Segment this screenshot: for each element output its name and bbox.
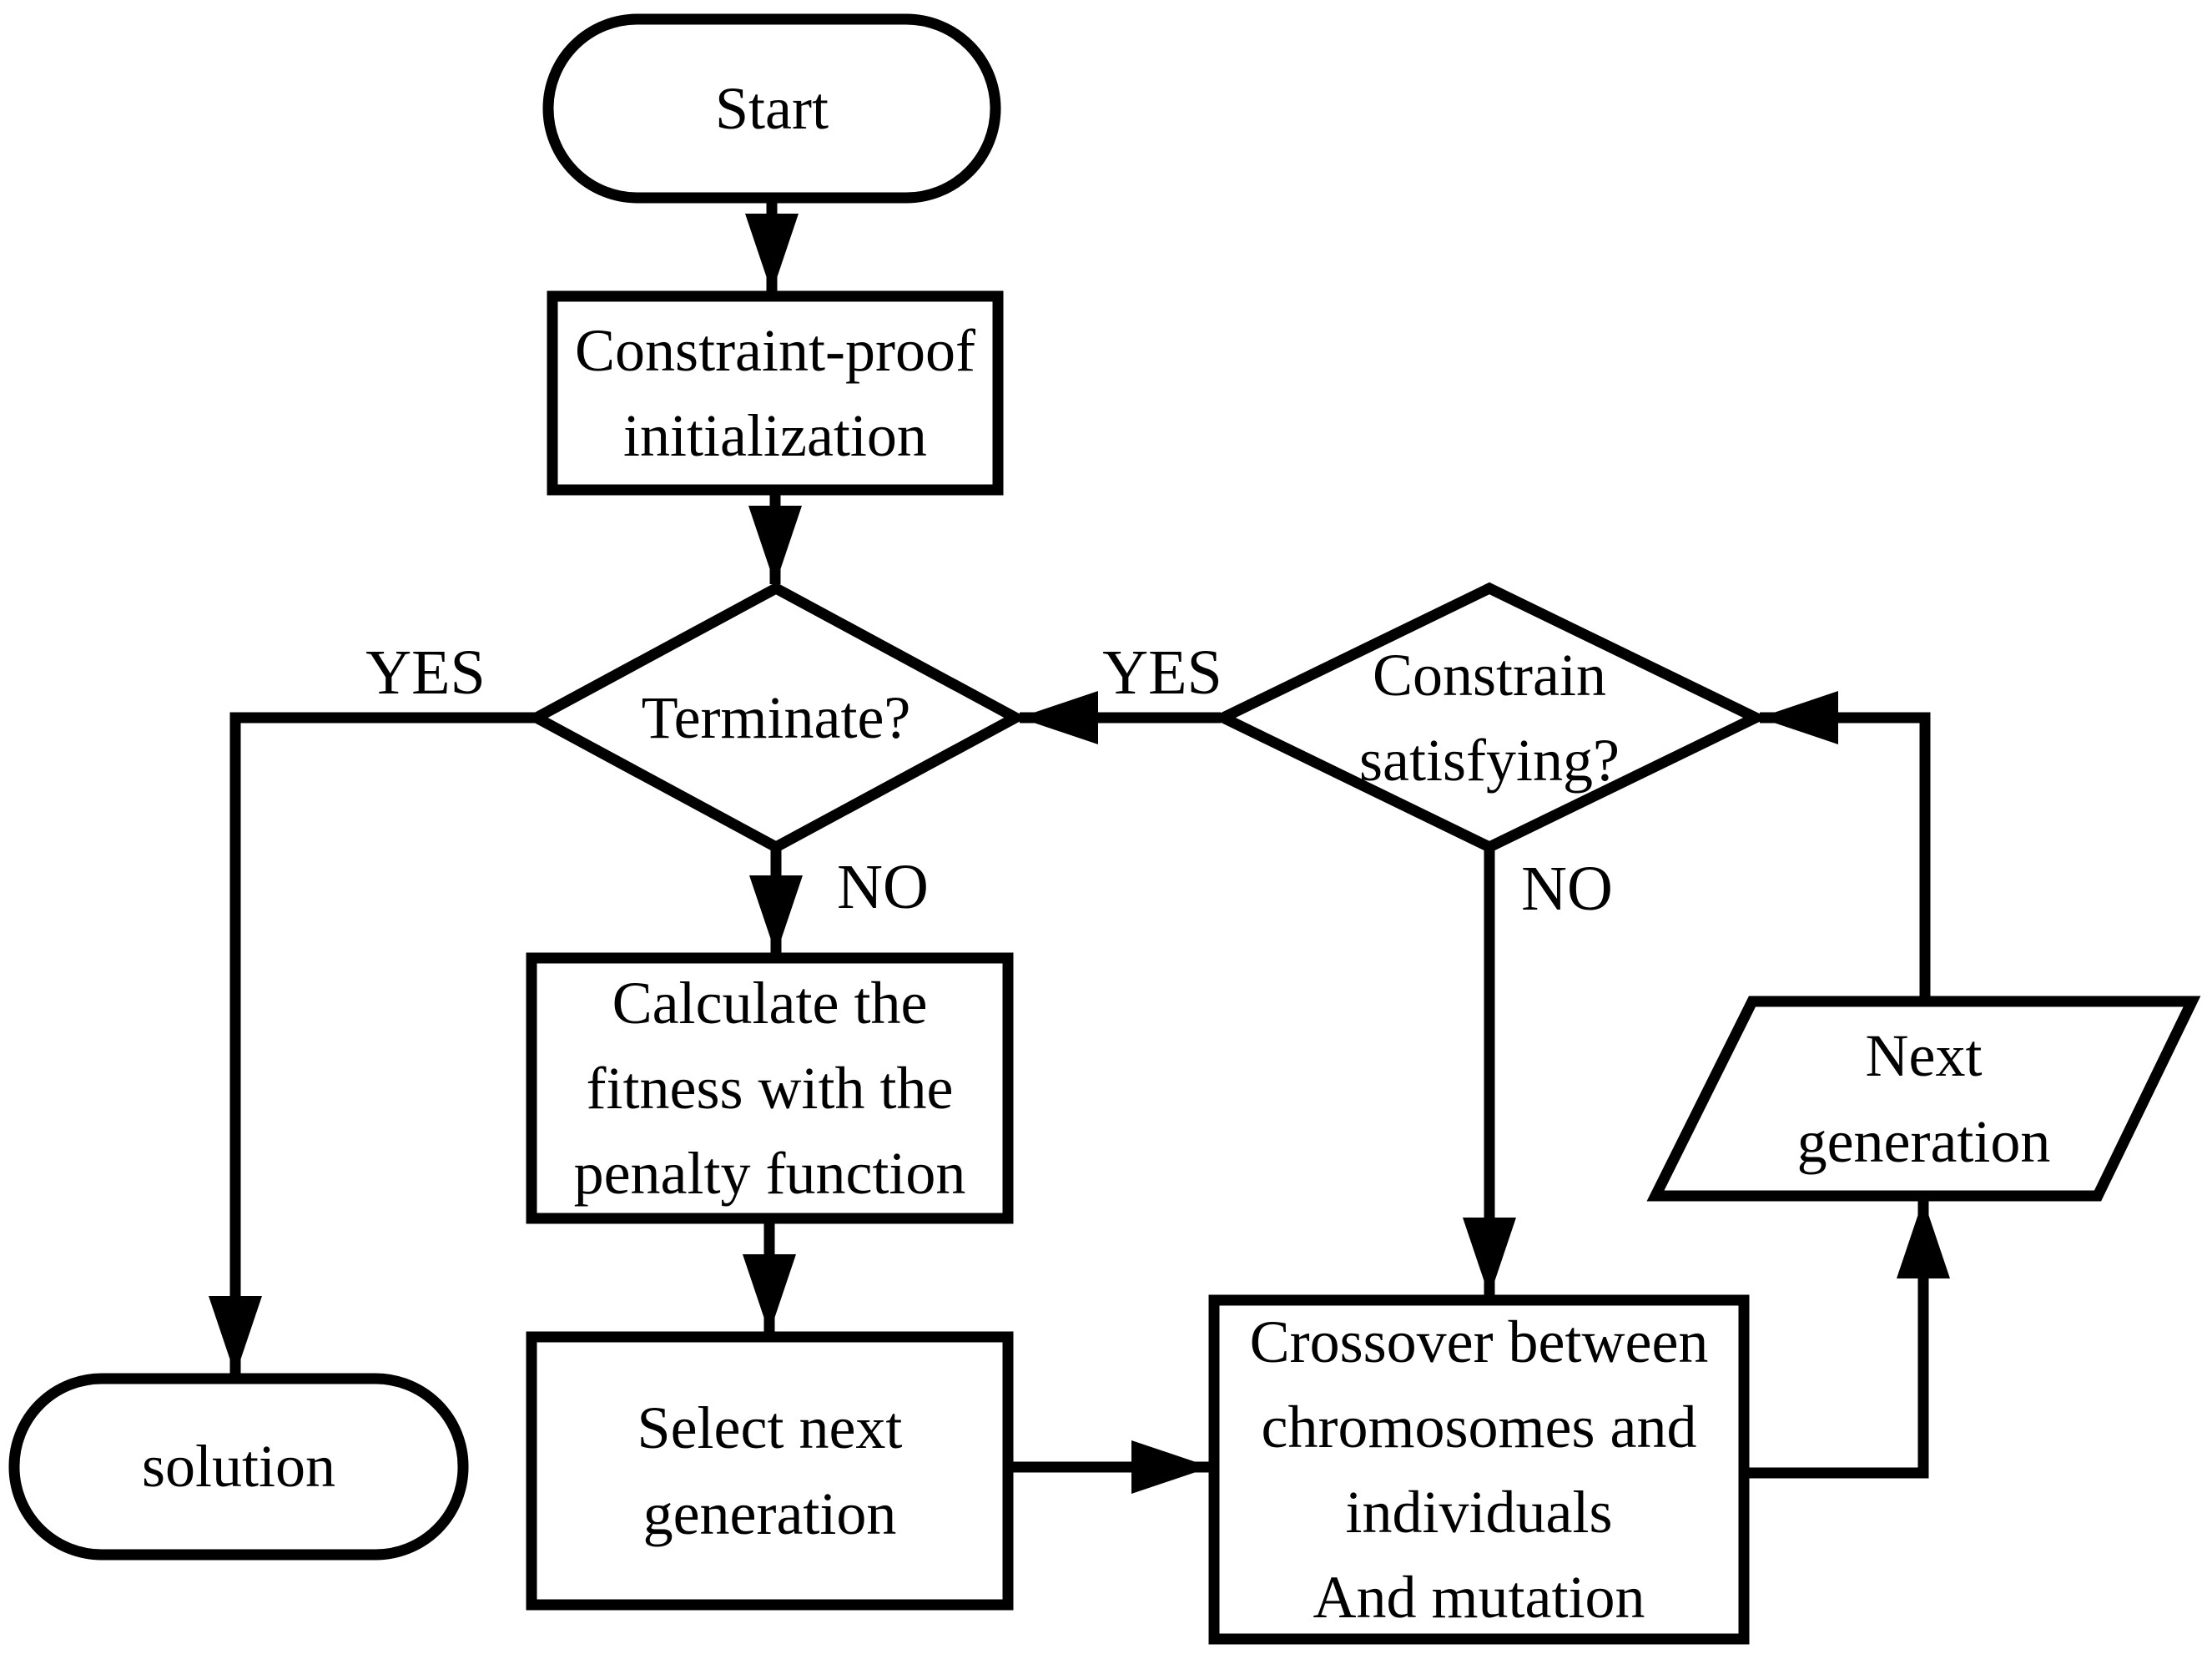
calculate-process-shape [526,952,1014,1224]
crossover-process-shape [1208,1294,1750,1645]
select-process-shape [526,1331,1014,1611]
edge-crossover-to-next-generation [1744,1199,1950,1479]
init-process-shape [547,290,1004,496]
terminate-decision-shape [525,582,1027,854]
edge-terminate-yes-to-solution [209,712,537,1375]
start-terminator-shape [542,13,1001,204]
edge-next-generation-to-constrain [1759,691,1931,1001]
solution-terminator-shape [8,1373,469,1561]
next-generation-data-shape [1646,996,2201,1202]
constrain-decision-shape [1211,582,1768,854]
